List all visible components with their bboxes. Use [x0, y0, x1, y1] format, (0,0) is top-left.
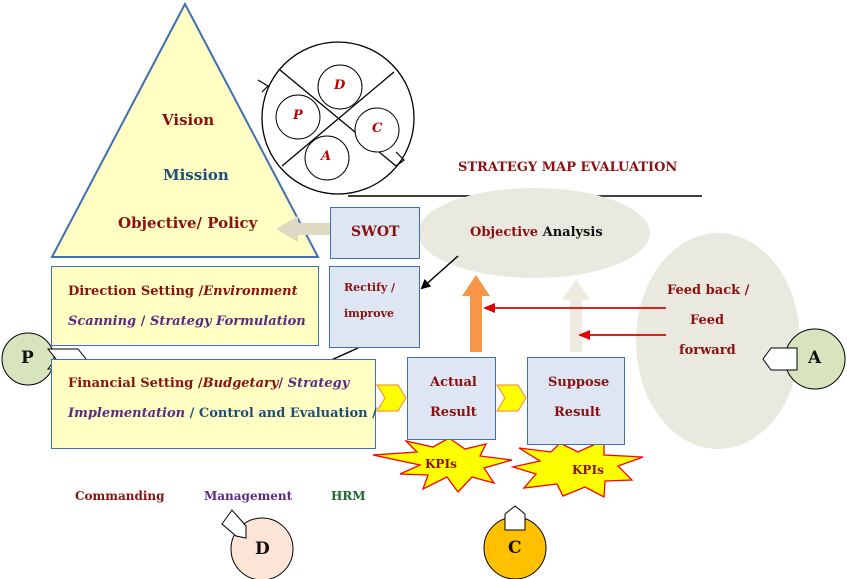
chevron-actual-to-suppose: [495, 384, 527, 412]
swot-to-objective-arrow: [276, 216, 330, 242]
financial-line1: Financial Setting /Budgetary/ Strategy: [68, 376, 349, 391]
mission-label: Mission: [163, 166, 229, 184]
kpi-starburst-actual: [372, 437, 513, 494]
direction-line2: Scanning / Strategy Formulation: [68, 314, 306, 329]
financial-line2: Implementation / Control and Evaluation …: [68, 406, 377, 421]
objective-analysis-ellipse: [418, 188, 650, 278]
suppose-line1: Suppose: [548, 375, 610, 390]
objective-policy-label: Objective/ Policy: [118, 214, 258, 232]
scanning-text: Scanning: [68, 314, 137, 329]
kpi-label-actual: KPIs: [425, 457, 457, 471]
swot-label: SWOT: [351, 224, 400, 240]
objective-analysis-label: Objective Analysis: [470, 225, 603, 240]
analysis-word: Analysis: [538, 225, 603, 240]
pyramid-triangle: [50, 1, 320, 258]
strategy-formulation-text: Strategy Formulation: [149, 314, 306, 329]
pdca-c-label: C: [372, 121, 383, 136]
financial-setting-text: Financial Setting /: [68, 376, 203, 391]
suppose-up-arrow: [562, 279, 590, 352]
actual-up-arrow: [462, 275, 490, 352]
objective-to-rectify-arrow: [420, 255, 459, 290]
diagram-title: STRATEGY MAP EVALUATION: [458, 160, 678, 175]
direction-separator: /: [136, 314, 150, 329]
hrm-label: HRM: [331, 489, 366, 503]
financial-separator: /: [278, 376, 288, 391]
kpi-starburst-suppose: [510, 438, 644, 499]
rectify-box: Rectify / improve: [329, 266, 420, 348]
commanding-label: Commanding: [75, 489, 165, 503]
d-badge: [221, 509, 294, 579]
strategy-text: Strategy: [287, 376, 350, 391]
feedback-line1: Feed back /: [667, 283, 750, 298]
budgetary-text: Budgetary: [202, 376, 279, 391]
rectify-line2: improve: [344, 307, 395, 320]
actual-result-box: Actual Result: [407, 357, 496, 440]
c-badge-label: C: [508, 538, 522, 558]
implementation-text: Implementation: [68, 406, 186, 421]
chevron-financial-to-actual: [375, 384, 407, 412]
feedback-line2: Feed: [690, 313, 725, 328]
feedback-ellipse: [636, 233, 800, 449]
c-badge: [483, 505, 547, 579]
kpi-label-suppose: KPIs: [572, 463, 604, 477]
p-badge-label: P: [21, 348, 34, 368]
financial-setting-box: Financial Setting /Budgetary/ Strategy I…: [51, 359, 377, 449]
suppose-line2: Result: [554, 405, 601, 420]
a-badge: [762, 328, 846, 390]
direction-setting-box: Direction Setting /Environment Scanning …: [51, 266, 319, 346]
direction-setting-text: Direction Setting /: [68, 284, 204, 299]
swot-box: SWOT: [330, 207, 420, 259]
feedback-line3: forward: [679, 343, 736, 358]
vision-label: Vision: [162, 111, 215, 129]
pdca-p-label: P: [293, 108, 303, 123]
objective-word: Objective: [470, 225, 539, 240]
environment-text: Environment: [203, 284, 298, 299]
pdca-a-label: A: [321, 149, 332, 164]
management-label: Management: [204, 489, 293, 503]
pdca-d-label: D: [334, 78, 346, 93]
d-badge-label: D: [255, 539, 270, 559]
direction-line1: Direction Setting /Environment: [68, 284, 298, 299]
actual-line2: Result: [430, 405, 477, 420]
rectify-line1: Rectify /: [344, 281, 396, 294]
suppose-result-box: Suppose Result: [527, 357, 625, 445]
a-badge-label: A: [808, 348, 822, 368]
actual-line1: Actual: [430, 375, 477, 390]
control-evaluation-text: / Control and Evaluation /: [185, 406, 377, 421]
pdca-circle: [257, 41, 415, 195]
